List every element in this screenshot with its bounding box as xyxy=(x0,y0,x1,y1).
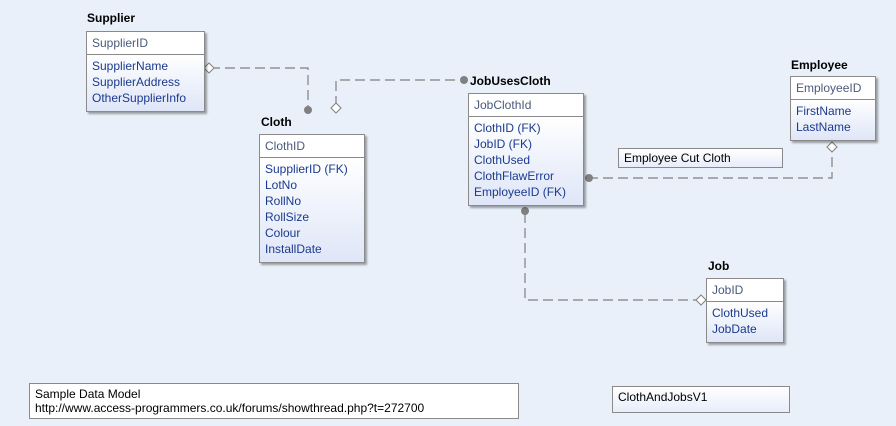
entity-box[interactable]: ClothID SupplierID (FK) LotNo RollNo Rol… xyxy=(259,134,365,263)
supplier-one-marker xyxy=(203,62,215,74)
primary-key-section: JobClothId xyxy=(469,94,583,117)
attribute: RollSize xyxy=(265,210,310,224)
attribute: SupplierName xyxy=(92,59,169,73)
jobusescloth-many-marker-cloth xyxy=(460,76,468,84)
pk-attribute: EmployeeID xyxy=(796,81,862,95)
entity-title: Job xyxy=(708,259,730,273)
note-box[interactable]: Sample Data Model http://www.access-prog… xyxy=(29,383,519,419)
entity-box[interactable]: SupplierID SupplierName SupplierAddress … xyxy=(86,31,205,112)
attribute: FirstName xyxy=(796,104,852,118)
relationship-label[interactable]: Employee Cut Cloth xyxy=(618,148,783,168)
attribute-section: SupplierName SupplierAddress OtherSuppli… xyxy=(87,55,204,111)
cloth-many-marker xyxy=(304,106,312,114)
attribute-section: SupplierID (FK) LotNo RollNo RollSize Co… xyxy=(260,158,364,262)
pk-attribute: ClothID xyxy=(265,139,306,153)
rel-supplier-cloth xyxy=(210,67,309,106)
pk-attribute: SupplierID xyxy=(92,36,149,50)
attribute-section: FirstName LastName xyxy=(791,100,875,140)
attribute: Colour xyxy=(265,226,301,240)
attribute-section: ClothUsed JobDate xyxy=(707,302,783,342)
primary-key-section: SupplierID xyxy=(87,32,204,55)
attribute: RollNo xyxy=(265,194,302,208)
pk-attribute: JobClothId xyxy=(474,98,532,112)
entity-box[interactable]: JobClothId ClothID (FK) JobID (FK) Cloth… xyxy=(468,93,584,206)
rel-job-jobusescloth xyxy=(524,213,698,301)
cloth-one-marker xyxy=(330,102,342,114)
rel-cloth-jobusescloth xyxy=(335,79,460,106)
note-url: http://www.access-programmers.co.uk/foru… xyxy=(35,401,425,415)
primary-key-section: JobID xyxy=(707,279,783,302)
entity-box[interactable]: EmployeeID FirstName LastName xyxy=(790,76,876,141)
model-name-label[interactable]: ClothAndJobsV1 xyxy=(612,386,790,413)
entity-title: Supplier xyxy=(87,11,136,25)
entity-box[interactable]: JobID ClothUsed JobDate xyxy=(706,278,784,343)
attribute: SupplierID (FK) xyxy=(265,162,348,176)
pk-attribute: JobID xyxy=(712,283,744,297)
attribute: SupplierAddress xyxy=(92,75,181,89)
attribute: EmployeeID (FK) xyxy=(474,185,567,199)
jobusescloth-many-marker-employee xyxy=(585,174,593,182)
rel-employee-jobusescloth xyxy=(588,150,833,179)
attribute: ClothFlawError xyxy=(474,169,555,183)
attribute: JobDate xyxy=(712,322,757,336)
attribute: LastName xyxy=(796,120,851,134)
attribute: JobID (FK) xyxy=(474,137,533,151)
attribute: InstallDate xyxy=(265,242,322,256)
jobusescloth-many-marker-job xyxy=(521,207,529,215)
entity-title: Cloth xyxy=(261,115,292,129)
employee-one-marker xyxy=(826,141,838,153)
note-line: Sample Data Model xyxy=(35,387,141,401)
entity-title: Employee xyxy=(791,58,848,72)
attribute: OtherSupplierInfo xyxy=(92,91,187,105)
attribute-section: ClothID (FK) JobID (FK) ClothUsed ClothF… xyxy=(469,117,583,205)
job-one-marker xyxy=(695,294,707,306)
attribute: ClothUsed xyxy=(712,306,769,320)
entity-title: JobUsesCloth xyxy=(470,74,551,88)
attribute: LotNo xyxy=(265,178,298,192)
attribute: ClothUsed xyxy=(474,153,531,167)
primary-key-section: EmployeeID xyxy=(791,77,875,100)
attribute: ClothID (FK) xyxy=(474,121,541,135)
primary-key-section: ClothID xyxy=(260,135,364,158)
